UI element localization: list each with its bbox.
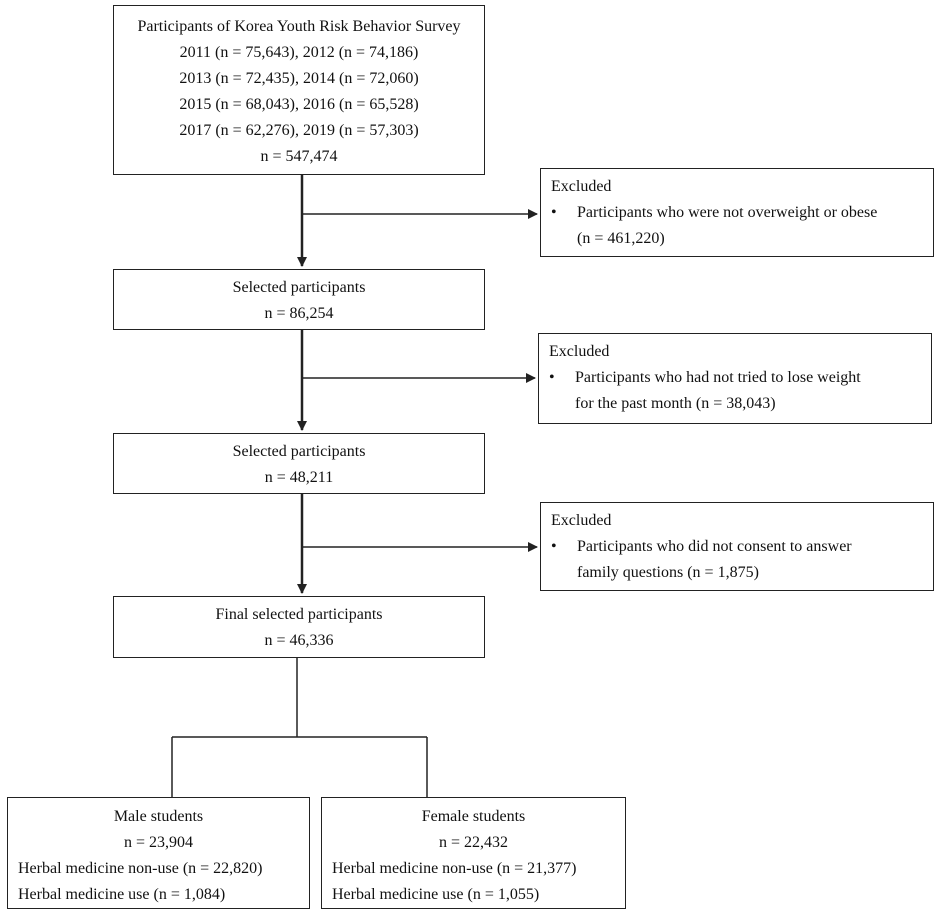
exclusion-heading: Excluded: [549, 343, 610, 360]
male-count: n = 23,904: [123, 834, 194, 851]
exclusion-reason: Participants who were not overweight or …: [577, 204, 878, 221]
selected-participants-box-1: Selected participants n = 86,254: [113, 269, 485, 330]
female-use: Herbal medicine use (n = 1,055): [332, 886, 540, 903]
female-count: n = 22,432: [438, 834, 509, 851]
final-selected-box: Final selected participants n = 46,336: [113, 596, 485, 658]
bullet: •: [551, 538, 557, 555]
selected-label: Selected participants: [232, 443, 366, 460]
exclusion-count: for the past month (n = 38,043): [575, 395, 776, 412]
exclusion-box-3: Excluded • Participants who did not cons…: [540, 502, 934, 591]
final-count: n = 46,336: [264, 632, 334, 649]
exclusion-box-1: Excluded • Participants who were not ove…: [540, 168, 934, 257]
exclusion-heading: Excluded: [551, 512, 612, 529]
survey-title: Participants of Korea Youth Risk Behavio…: [137, 18, 461, 35]
female-non-use: Herbal medicine non-use (n = 21,377): [332, 860, 577, 877]
exclusion-count: (n = 461,220): [577, 230, 665, 247]
male-non-use: Herbal medicine non-use (n = 22,820): [18, 860, 263, 877]
female-label: Female students: [421, 808, 526, 825]
selected-count: n = 86,254: [264, 305, 334, 322]
exclusion-count: family questions (n = 1,875): [577, 564, 759, 581]
survey-years-row-3: 2015 (n = 68,043), 2016 (n = 65,528): [179, 96, 419, 113]
selected-label: Selected participants: [232, 279, 366, 296]
survey-total: n = 547,474: [260, 148, 338, 165]
male-label: Male students: [113, 808, 204, 825]
male-students-box: Male students n = 23,904 Herbal medicine…: [7, 797, 310, 909]
exclusion-box-2: Excluded • Participants who had not trie…: [538, 333, 932, 424]
final-label: Final selected participants: [215, 606, 383, 623]
male-use: Herbal medicine use (n = 1,084): [18, 886, 226, 903]
survey-years-row-1: 2011 (n = 75,643), 2012 (n = 74,186): [179, 44, 419, 61]
selected-participants-box-2: Selected participants n = 48,211: [113, 433, 485, 494]
exclusion-heading: Excluded: [551, 178, 612, 195]
exclusion-reason: Participants who did not consent to answ…: [577, 538, 852, 555]
exclusion-reason: Participants who had not tried to lose w…: [575, 369, 861, 386]
survey-years-row-4: 2017 (n = 62,276), 2019 (n = 57,303): [179, 122, 419, 139]
survey-years-row-2: 2013 (n = 72,435), 2014 (n = 72,060): [179, 70, 419, 87]
bullet: •: [551, 204, 557, 221]
bullet: •: [549, 369, 555, 386]
female-students-box: Female students n = 22,432 Herbal medici…: [321, 797, 626, 909]
selected-count: n = 48,211: [264, 469, 334, 486]
survey-participants-box: Participants of Korea Youth Risk Behavio…: [113, 5, 485, 175]
